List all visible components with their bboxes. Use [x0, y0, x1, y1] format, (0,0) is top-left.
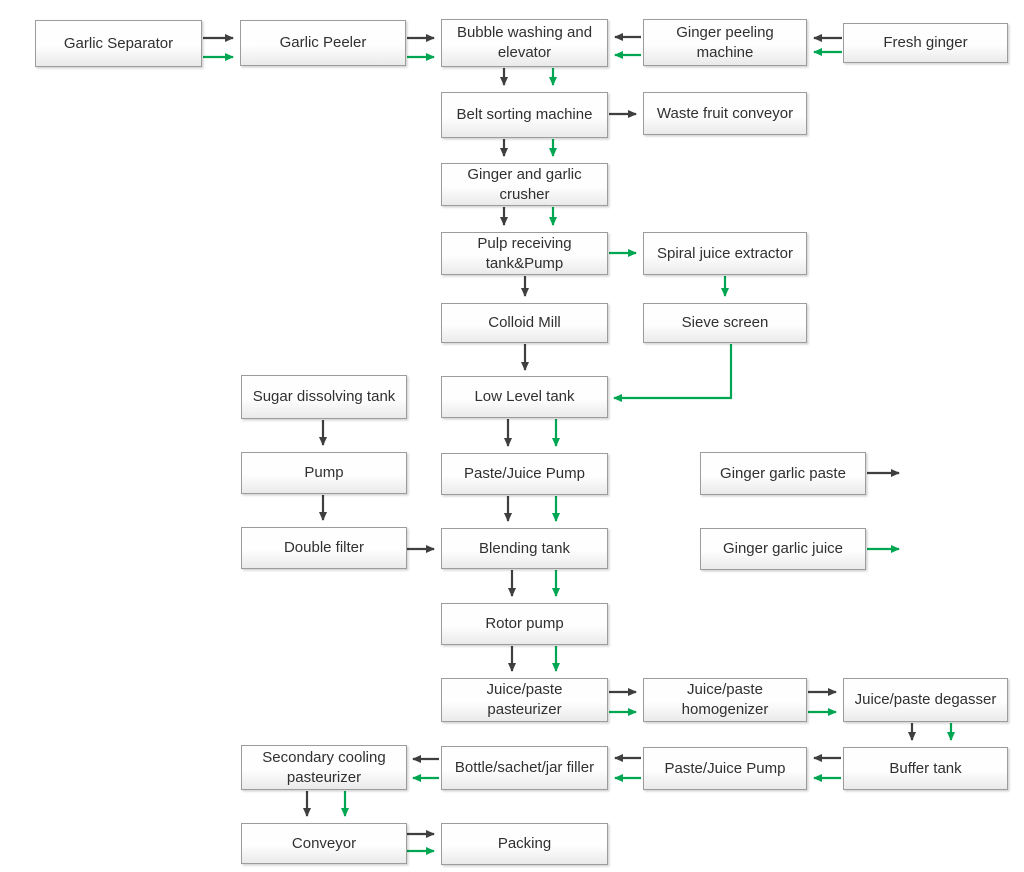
node-sieve-screen: Sieve screen	[643, 303, 807, 343]
node-low-level-tank: Low Level tank	[441, 376, 608, 418]
node-spiral-juice-extractor: Spiral juice extractor	[643, 232, 807, 275]
node-rotor-pump: Rotor pump	[441, 603, 608, 645]
node-pulp-receiving-tank-pump: Pulp receiving tank&Pump	[441, 232, 608, 275]
legend-ginger-garlic-paste: Ginger garlic paste	[700, 452, 866, 495]
node-sugar-dissolving-tank: Sugar dissolving tank	[241, 375, 407, 419]
node-packing: Packing	[441, 823, 608, 865]
node-bottle-sachet-jar-filler: Bottle/sachet/jar filler	[441, 746, 608, 790]
node-colloid-mill: Colloid Mill	[441, 303, 608, 343]
node-ginger-garlic-crusher: Ginger and garlic crusher	[441, 163, 608, 206]
node-fresh-ginger: Fresh ginger	[843, 23, 1008, 63]
node-bubble-washing-elevator: Bubble washing and elevator	[441, 19, 608, 67]
node-belt-sorting-machine: Belt sorting machine	[441, 92, 608, 138]
node-garlic-separator: Garlic Separator	[35, 20, 202, 67]
node-paste-juice-pump-2: Paste/Juice Pump	[643, 747, 807, 790]
node-juice-paste-homogenizer: Juice/paste homogenizer	[643, 678, 807, 722]
arrow-sieve-lowlevel-juice	[613, 344, 733, 402]
node-pump: Pump	[241, 452, 407, 494]
node-conveyor: Conveyor	[241, 823, 407, 864]
node-waste-fruit-conveyor: Waste fruit conveyor	[643, 92, 807, 135]
node-juice-paste-degasser: Juice/paste degasser	[843, 678, 1008, 722]
node-buffer-tank: Buffer tank	[843, 747, 1008, 790]
node-paste-juice-pump-1: Paste/Juice Pump	[441, 453, 608, 495]
node-ginger-peeling-machine: Ginger peeling machine	[643, 19, 807, 66]
node-juice-paste-pasteurizer: Juice/paste pasteurizer	[441, 678, 608, 722]
node-garlic-peeler: Garlic Peeler	[240, 20, 406, 66]
node-double-filter: Double filter	[241, 527, 407, 569]
node-secondary-cooling-pasteurizer: Secondary cooling pasteurizer	[241, 745, 407, 790]
node-blending-tank: Blending tank	[441, 528, 608, 569]
legend-ginger-garlic-juice: Ginger garlic juice	[700, 528, 866, 570]
